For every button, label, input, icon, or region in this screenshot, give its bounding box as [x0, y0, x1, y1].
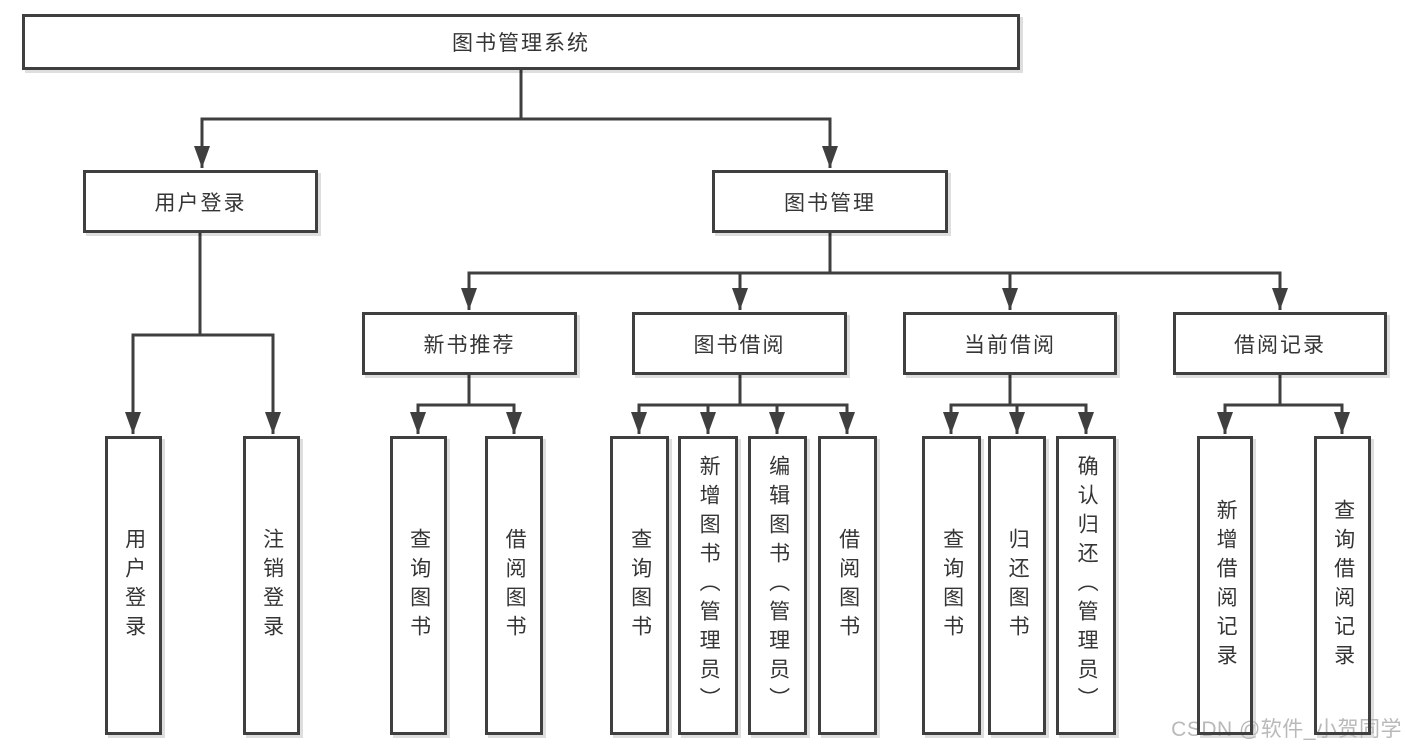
node-label: 当前借阅 [964, 333, 1056, 357]
node-label: 用户登录 [154, 191, 247, 215]
node-label: 图书借阅 [693, 333, 786, 357]
node-confirm-return-admin: 确认归还（管理员） [1056, 436, 1116, 735]
node-query-books-borrowing: 查询图书 [610, 436, 669, 735]
node-book-management-module: 图书管理 [712, 170, 948, 233]
node-label: 编辑图书（管理员） [766, 455, 790, 716]
node-label: 图书管理系统 [452, 32, 590, 55]
node-add-borrowing-record: 新增借阅记录 [1197, 436, 1253, 735]
node-label: 查询图书 [628, 527, 652, 644]
node-query-borrowing-record: 查询借阅记录 [1314, 436, 1371, 735]
node-query-books-recommend: 查询图书 [390, 436, 447, 735]
node-library-management-system: 图书管理系统 [22, 14, 1020, 70]
node-label: 借阅图书 [503, 527, 527, 644]
node-user-login: 用户登录 [105, 436, 162, 735]
node-label: 查询图书 [940, 527, 964, 644]
node-borrow-books-recommend: 借阅图书 [485, 436, 543, 735]
node-user-login-module: 用户登录 [83, 170, 318, 233]
node-label: 借阅记录 [1234, 333, 1326, 357]
node-borrow-books-borrowing: 借阅图书 [818, 436, 877, 735]
node-label: 新书推荐 [423, 333, 516, 357]
node-book-borrowing: 图书借阅 [632, 312, 847, 375]
node-current-borrowing: 当前借阅 [903, 312, 1117, 375]
node-label: 查询图书 [407, 527, 431, 644]
node-label: 归还图书 [1006, 527, 1030, 644]
node-add-books-admin: 新增图书（管理员） [678, 436, 738, 735]
node-logout: 注销登录 [243, 436, 300, 735]
node-query-books-current: 查询图书 [922, 436, 981, 735]
node-return-books: 归还图书 [988, 436, 1046, 735]
node-edit-books-admin: 编辑图书（管理员） [748, 436, 807, 735]
node-label: 借阅图书 [836, 527, 860, 644]
node-label: 注销登录 [260, 527, 284, 644]
node-label: 图书管理 [784, 191, 876, 215]
node-label: 新增借阅记录 [1214, 498, 1238, 673]
node-label: 新增图书（管理员） [697, 455, 721, 716]
node-label: 用户登录 [122, 527, 146, 644]
watermark: CSDN @软件_小贺同学 [1171, 718, 1402, 741]
node-label: 确认归还（管理员） [1075, 455, 1099, 716]
node-borrowing-records: 借阅记录 [1173, 312, 1387, 375]
node-new-book-recommendation: 新书推荐 [362, 312, 577, 375]
node-label: 查询借阅记录 [1331, 498, 1355, 673]
